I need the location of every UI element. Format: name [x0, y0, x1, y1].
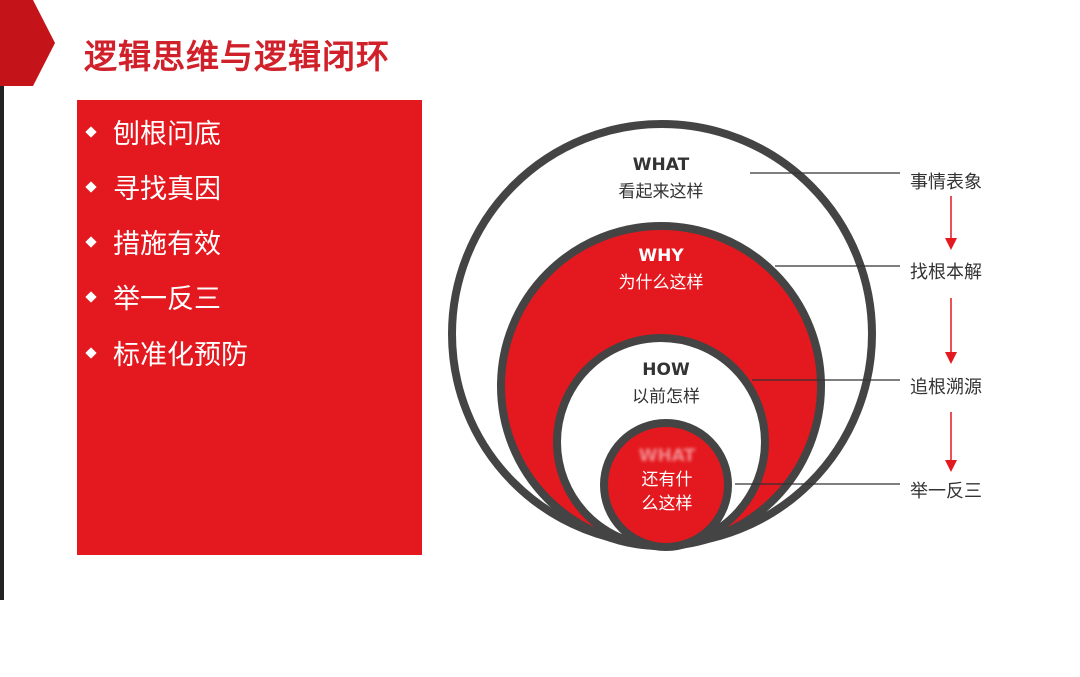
bullet-text: 标准化预防 [113, 340, 248, 371]
bullet-item: 举一反三 [85, 277, 221, 316]
bullet-item: 措施有效 [85, 222, 221, 261]
page-title: 逻辑思维与逻辑闭环 [84, 37, 390, 76]
label-en: HOW [642, 360, 690, 380]
label-zh: 还有什么这样 [641, 470, 693, 514]
circle-label-how: HOW 以前怎样 [596, 357, 736, 411]
bullet-text: 刨根问底 [113, 119, 221, 150]
label-zh: 看起来这样 [618, 182, 704, 202]
bullet-item: 标准化预防 [85, 333, 248, 372]
circle-label-inner-what: WHAT 还有什么这样 [597, 444, 737, 516]
bullet-panel: 刨根问底 寻找真因 措施有效 举一反三 标准化预防 [77, 100, 422, 555]
side-label: 事情表象 [910, 172, 982, 193]
bullet-text: 寻找真因 [113, 174, 221, 205]
circle-inner-what [600, 419, 732, 551]
label-zh: 以前怎样 [632, 387, 700, 407]
label-zh: 为什么这样 [618, 273, 704, 293]
bullet-text: 措施有效 [113, 229, 221, 260]
label-en: WHAT [638, 446, 696, 466]
circle-label-what: WHAT 看起来这样 [591, 152, 731, 206]
bullet-item: 寻找真因 [85, 167, 221, 206]
label-en: WHY [638, 246, 684, 266]
bullet-text: 举一反三 [113, 284, 221, 315]
left-edge [0, 0, 4, 600]
label-en: WHAT [632, 155, 690, 175]
side-label: 举一反三 [910, 481, 982, 502]
side-label: 找根本解 [910, 262, 982, 283]
side-label: 追根溯源 [910, 377, 982, 398]
bullet-item: 刨根问底 [85, 112, 221, 151]
circle-label-why: WHY 为什么这样 [591, 243, 731, 297]
